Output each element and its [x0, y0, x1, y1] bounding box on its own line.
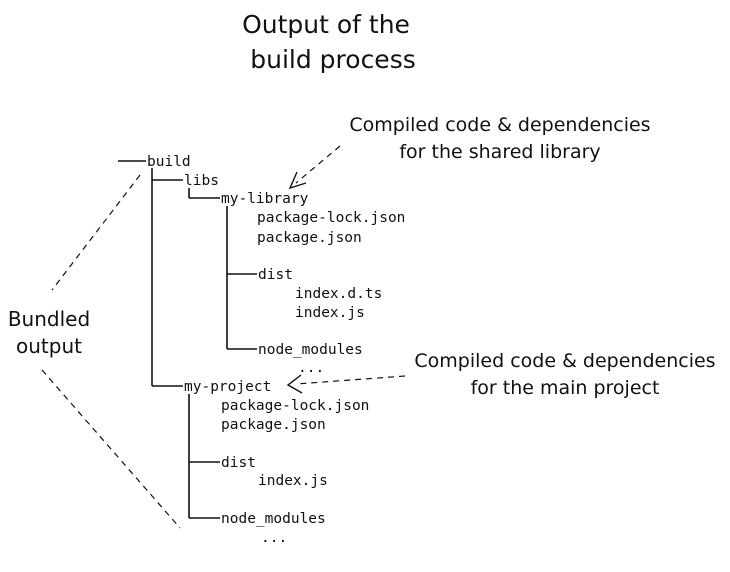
tree-library-node-modules-ellipsis: ... [298, 360, 324, 376]
diagram-title-line-2: build process [250, 45, 416, 74]
annotation-bundled-line-1: Bundled [8, 307, 90, 331]
arrow-to-my-library [288, 145, 341, 190]
annotation-shared-library-line-2: for the shared library [399, 141, 600, 163]
tree-connectors [118, 160, 257, 519]
tree-file-project-package-lock: package-lock.json [221, 398, 369, 414]
tree-node-project-node-modules: node_modules [221, 511, 326, 527]
annotation-shared-library-line-1: Compiled code & dependencies [349, 114, 650, 136]
annotation-main-project-line-2: for the main project [471, 377, 660, 399]
tree-node-build: build [147, 154, 191, 170]
tree-file-project-package-json: package.json [221, 417, 326, 433]
bundled-bracket-upper-line [51, 174, 141, 291]
arrow-to-my-project [286, 374, 406, 394]
tree-file-library-index-js: index.js [295, 305, 365, 321]
tree-file-project-index-js: index.js [258, 473, 328, 489]
tree-node-libs: libs [184, 173, 219, 189]
bundled-bracket-lower-line [41, 369, 181, 529]
annotation-main-project-line-1: Compiled code & dependencies [414, 350, 715, 372]
tree-file-library-index-d-ts: index.d.ts [295, 286, 382, 302]
tree-project-node-modules-ellipsis: ... [261, 530, 287, 546]
tree-file-library-package-json: package.json [257, 230, 362, 246]
tree-node-my-project: my-project [184, 379, 271, 395]
tree-node-my-library: my-library [221, 191, 309, 207]
tree-node-library-dist: dist [258, 267, 293, 283]
tree-node-library-node-modules: node_modules [258, 342, 363, 358]
tree-file-library-package-lock: package-lock.json [257, 210, 405, 226]
diagram-title-line-1: Output of the [242, 10, 410, 39]
tree-node-project-dist: dist [221, 455, 256, 471]
annotation-bundled-line-2: output [16, 334, 82, 358]
